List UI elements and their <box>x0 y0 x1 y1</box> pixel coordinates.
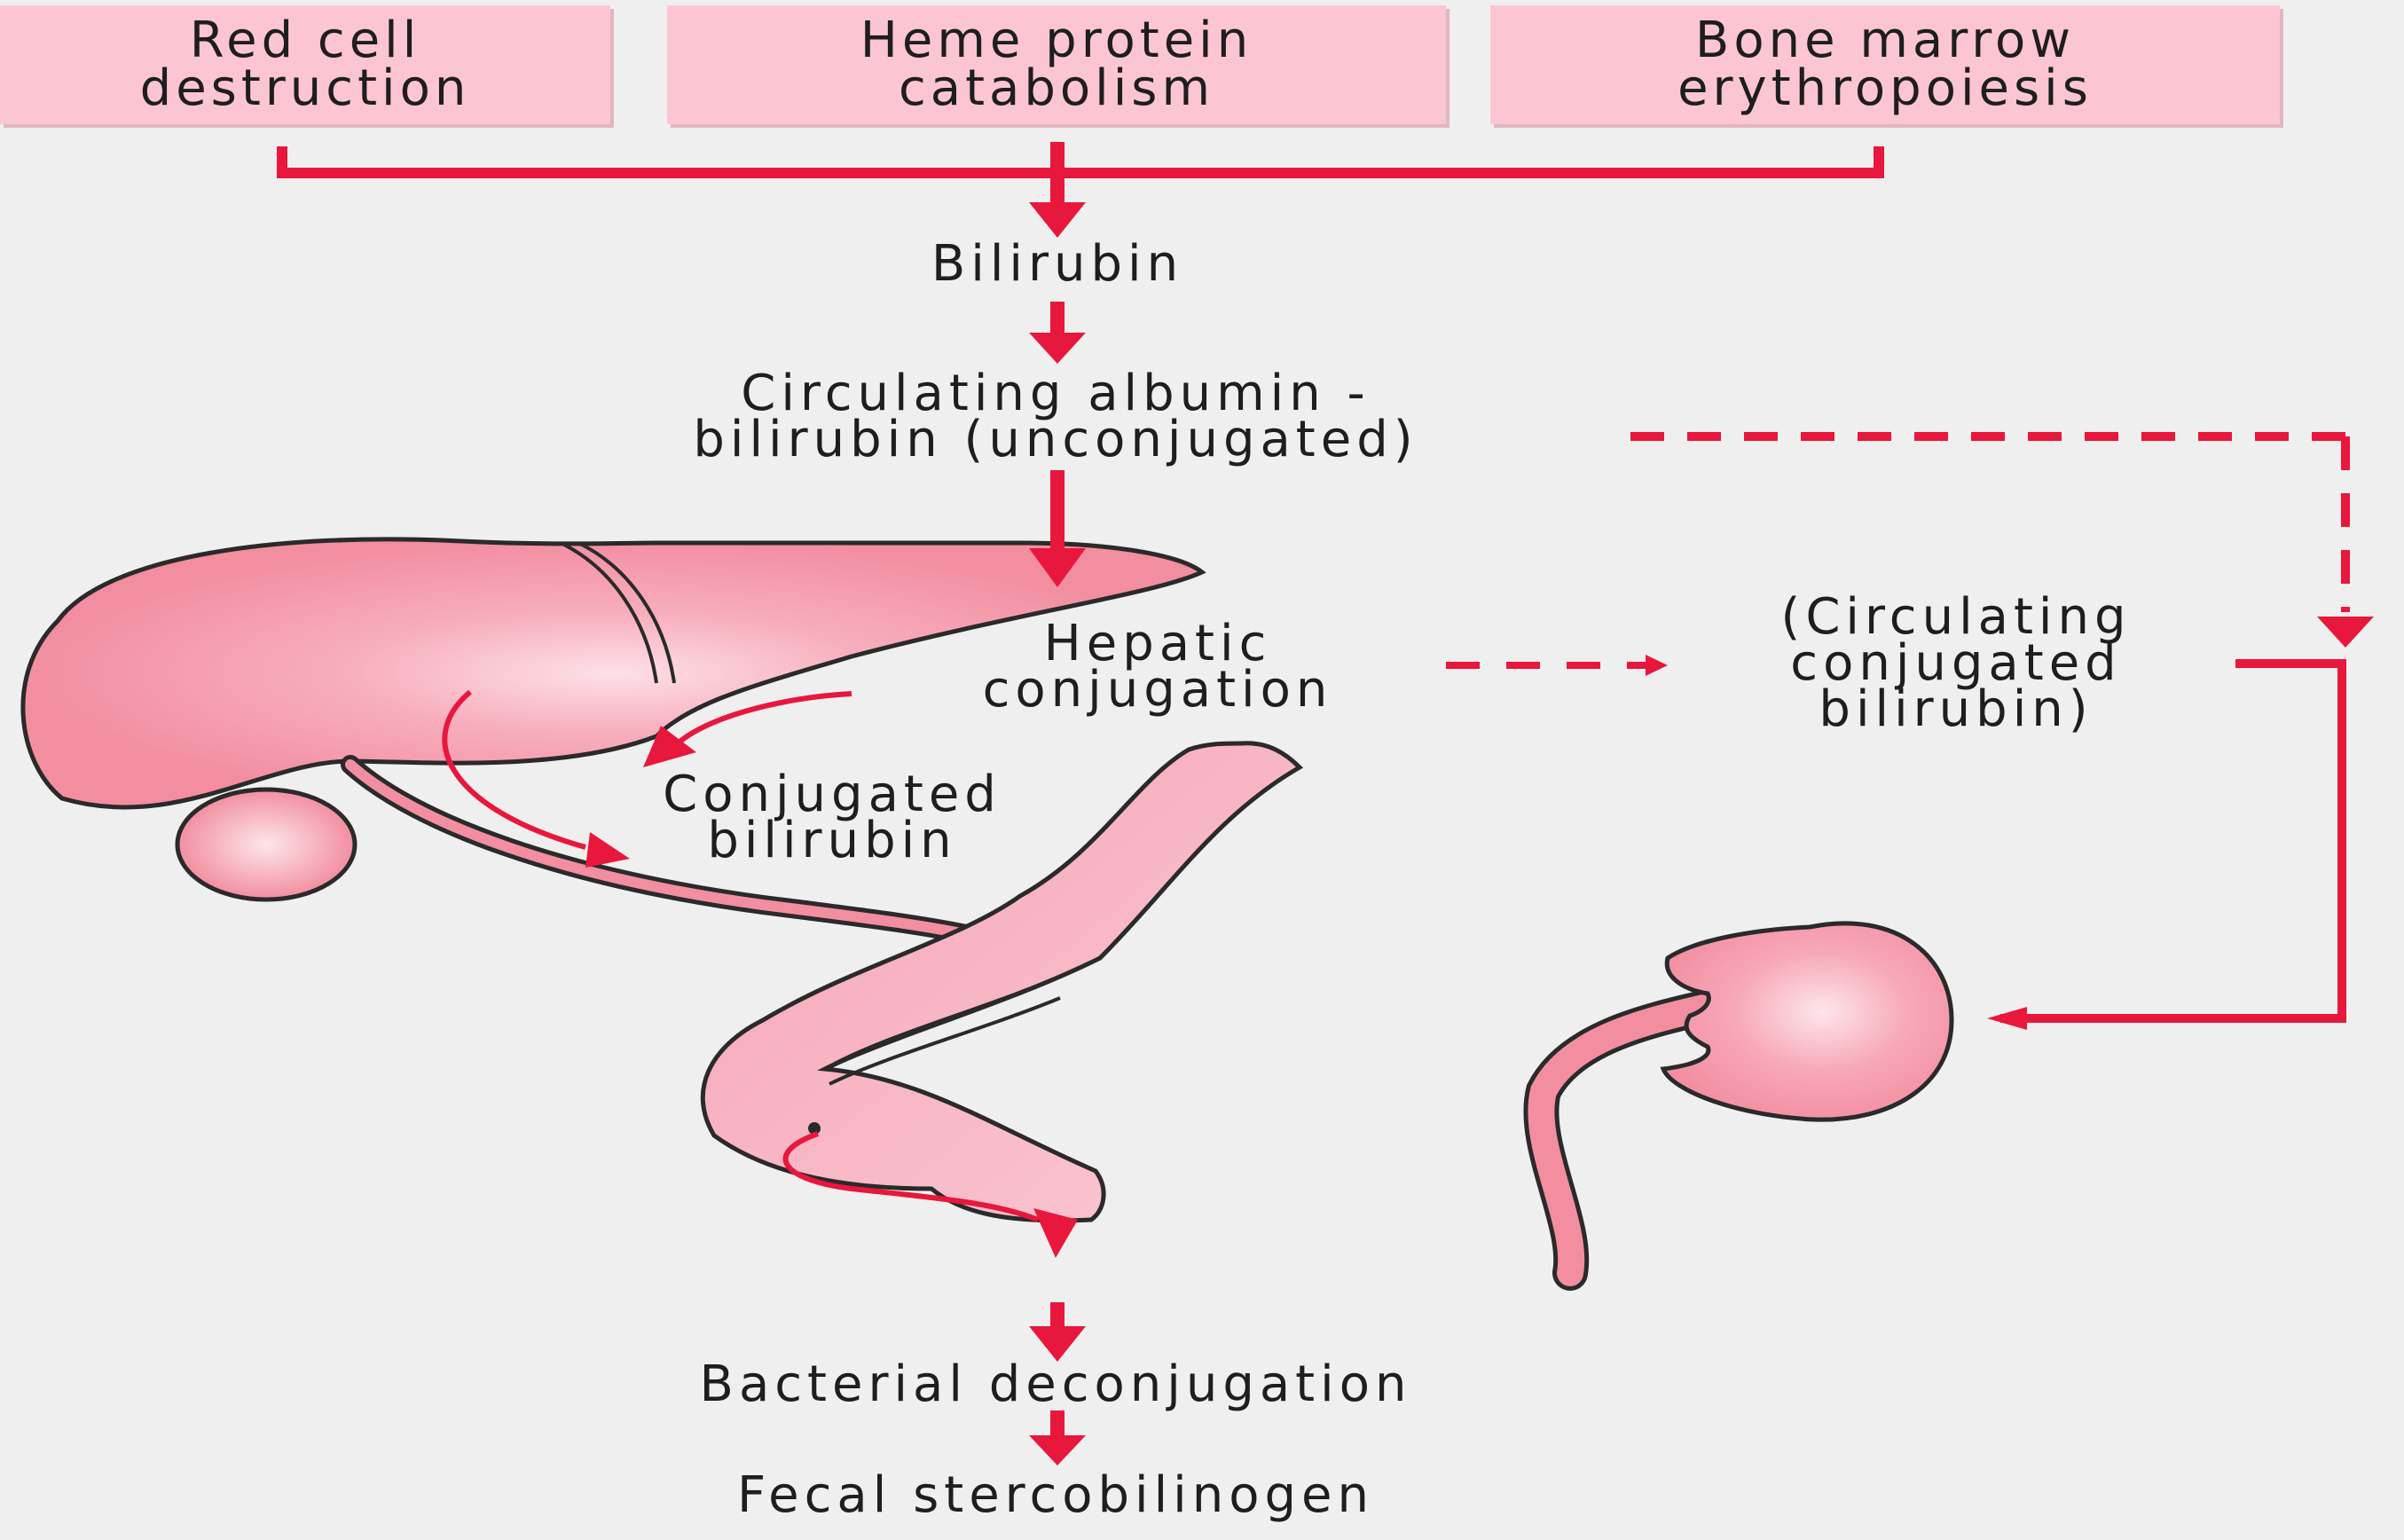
label-albumin-line1: Circulating albumin - <box>741 365 1371 422</box>
arrow-albumin-to-liver <box>1029 470 1086 587</box>
source-box-bone-marrow: Bone marrow erythropoiesis <box>1490 5 2280 124</box>
arrow-bilirubin-to-albumin <box>1029 302 1086 364</box>
label-circ-line3: bilirubin) <box>1819 680 2094 738</box>
label-hepatic-line1: Hepatic <box>1043 615 1272 672</box>
arrow-paths <box>277 142 2374 1465</box>
label-albumin-line2: bilirubin (unconjugated) <box>693 411 1418 468</box>
label-conjugated-bilirubin: Conjugated bilirubin <box>530 766 1134 869</box>
label-bilirubin-text: Bilirubin <box>931 235 1184 293</box>
label-conj-line1: Conjugated <box>663 766 1002 823</box>
source-box-line: catabolism <box>898 59 1215 117</box>
label-bilirubin: Bilirubin <box>791 235 1324 293</box>
label-circ-line2: conjugated <box>1790 634 2122 692</box>
intestine-icon <box>700 741 1304 1223</box>
source-box-heme-protein: Heme protein catabolism <box>667 5 1446 124</box>
label-circ-line1: (Circulating <box>1780 588 2132 646</box>
source-box-line: erythropoiesis <box>1677 59 2093 117</box>
bile-duct-icon <box>341 755 1003 950</box>
label-fecal-text: Fecal stercobilinogen <box>737 1466 1374 1524</box>
arrow-to-bacterial <box>1029 1302 1086 1362</box>
kidney-icon <box>1660 921 1954 1122</box>
arrow-bacterial-to-fecal <box>1029 1410 1086 1465</box>
label-bacterial-text: Bacterial deconjugation <box>699 1355 1412 1413</box>
source-box-line: Heme protein <box>860 12 1253 69</box>
arrow-unconjugated-to-circulating-dashed <box>1630 432 2374 648</box>
liver-icon <box>20 537 1206 810</box>
gallbladder-icon <box>175 787 357 902</box>
label-hepatic-conjugation: Hepatic conjugation <box>852 615 1464 719</box>
label-hepatic-line2: conjugation <box>982 661 1333 719</box>
ureter-icon <box>1523 989 1725 1291</box>
arrow-hepatic-to-circulating-dashed <box>1446 655 1668 676</box>
label-circulating-albumin-bilirubin: Circulating albumin - bilirubin (unconju… <box>479 365 1632 468</box>
source-bracket <box>277 142 1884 238</box>
arrow-liver-to-duct <box>442 689 630 868</box>
label-bacterial-deconjugation: Bacterial deconjugation <box>479 1355 1632 1413</box>
label-conj-line2: bilirubin <box>707 812 957 869</box>
source-box-line: Red cell <box>189 12 421 69</box>
label-fecal-stercobilinogen: Fecal stercobilinogen <box>479 1466 1632 1524</box>
source-box-line: Bone marrow <box>1694 12 2076 69</box>
arrow-gut-loop <box>782 1131 1078 1258</box>
source-box-red-cell: Red cell destruction <box>0 5 610 124</box>
arrow-hepatic-to-conjugated <box>643 691 852 767</box>
source-box-line: destruction <box>139 59 471 117</box>
label-circulating-conjugated-bilirubin: (Circulating conjugated bilirubin) <box>1668 588 2244 738</box>
arrow-circulating-to-kidney <box>1987 659 2346 1030</box>
